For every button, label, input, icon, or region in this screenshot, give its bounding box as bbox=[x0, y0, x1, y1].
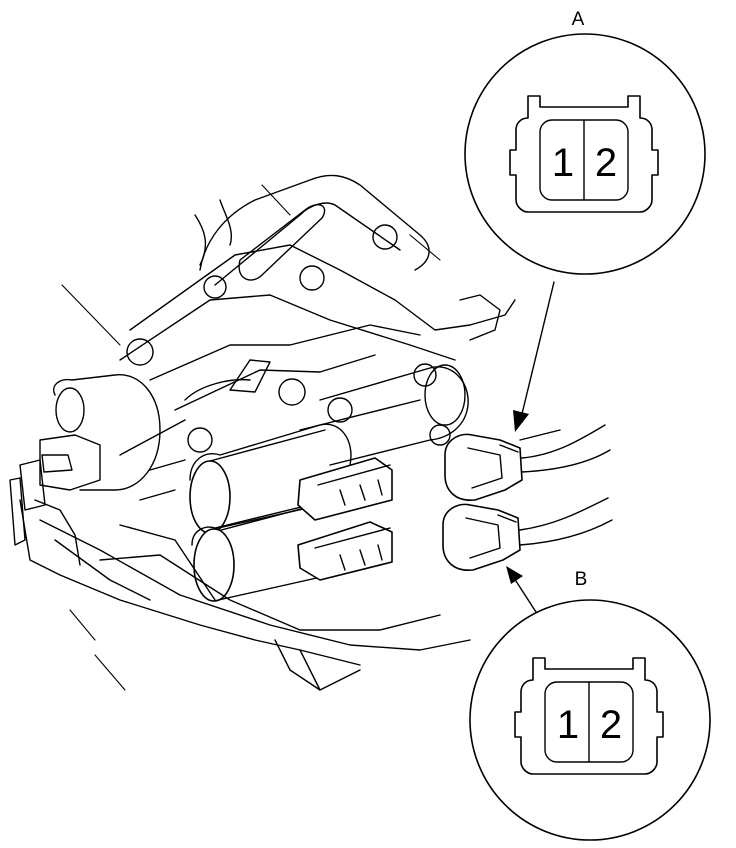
arrow-a-head bbox=[513, 410, 529, 432]
callout-a-pin-1: 1 bbox=[552, 141, 574, 185]
arrow-b-head bbox=[506, 566, 523, 584]
arrow-a bbox=[513, 281, 555, 432]
arrow-b bbox=[506, 566, 537, 613]
callout-a-pin-2: 2 bbox=[595, 141, 617, 185]
callout-b-pin-2: 2 bbox=[600, 703, 622, 747]
callout-a-label: A bbox=[572, 9, 585, 30]
callout-b-label: B bbox=[575, 569, 588, 590]
callout-b: B 1 2 bbox=[469, 569, 711, 841]
callout-b-pin-1: 1 bbox=[557, 703, 579, 747]
callout-a: A 1 2 bbox=[464, 9, 706, 275]
transmission-illustration bbox=[9, 174, 613, 691]
